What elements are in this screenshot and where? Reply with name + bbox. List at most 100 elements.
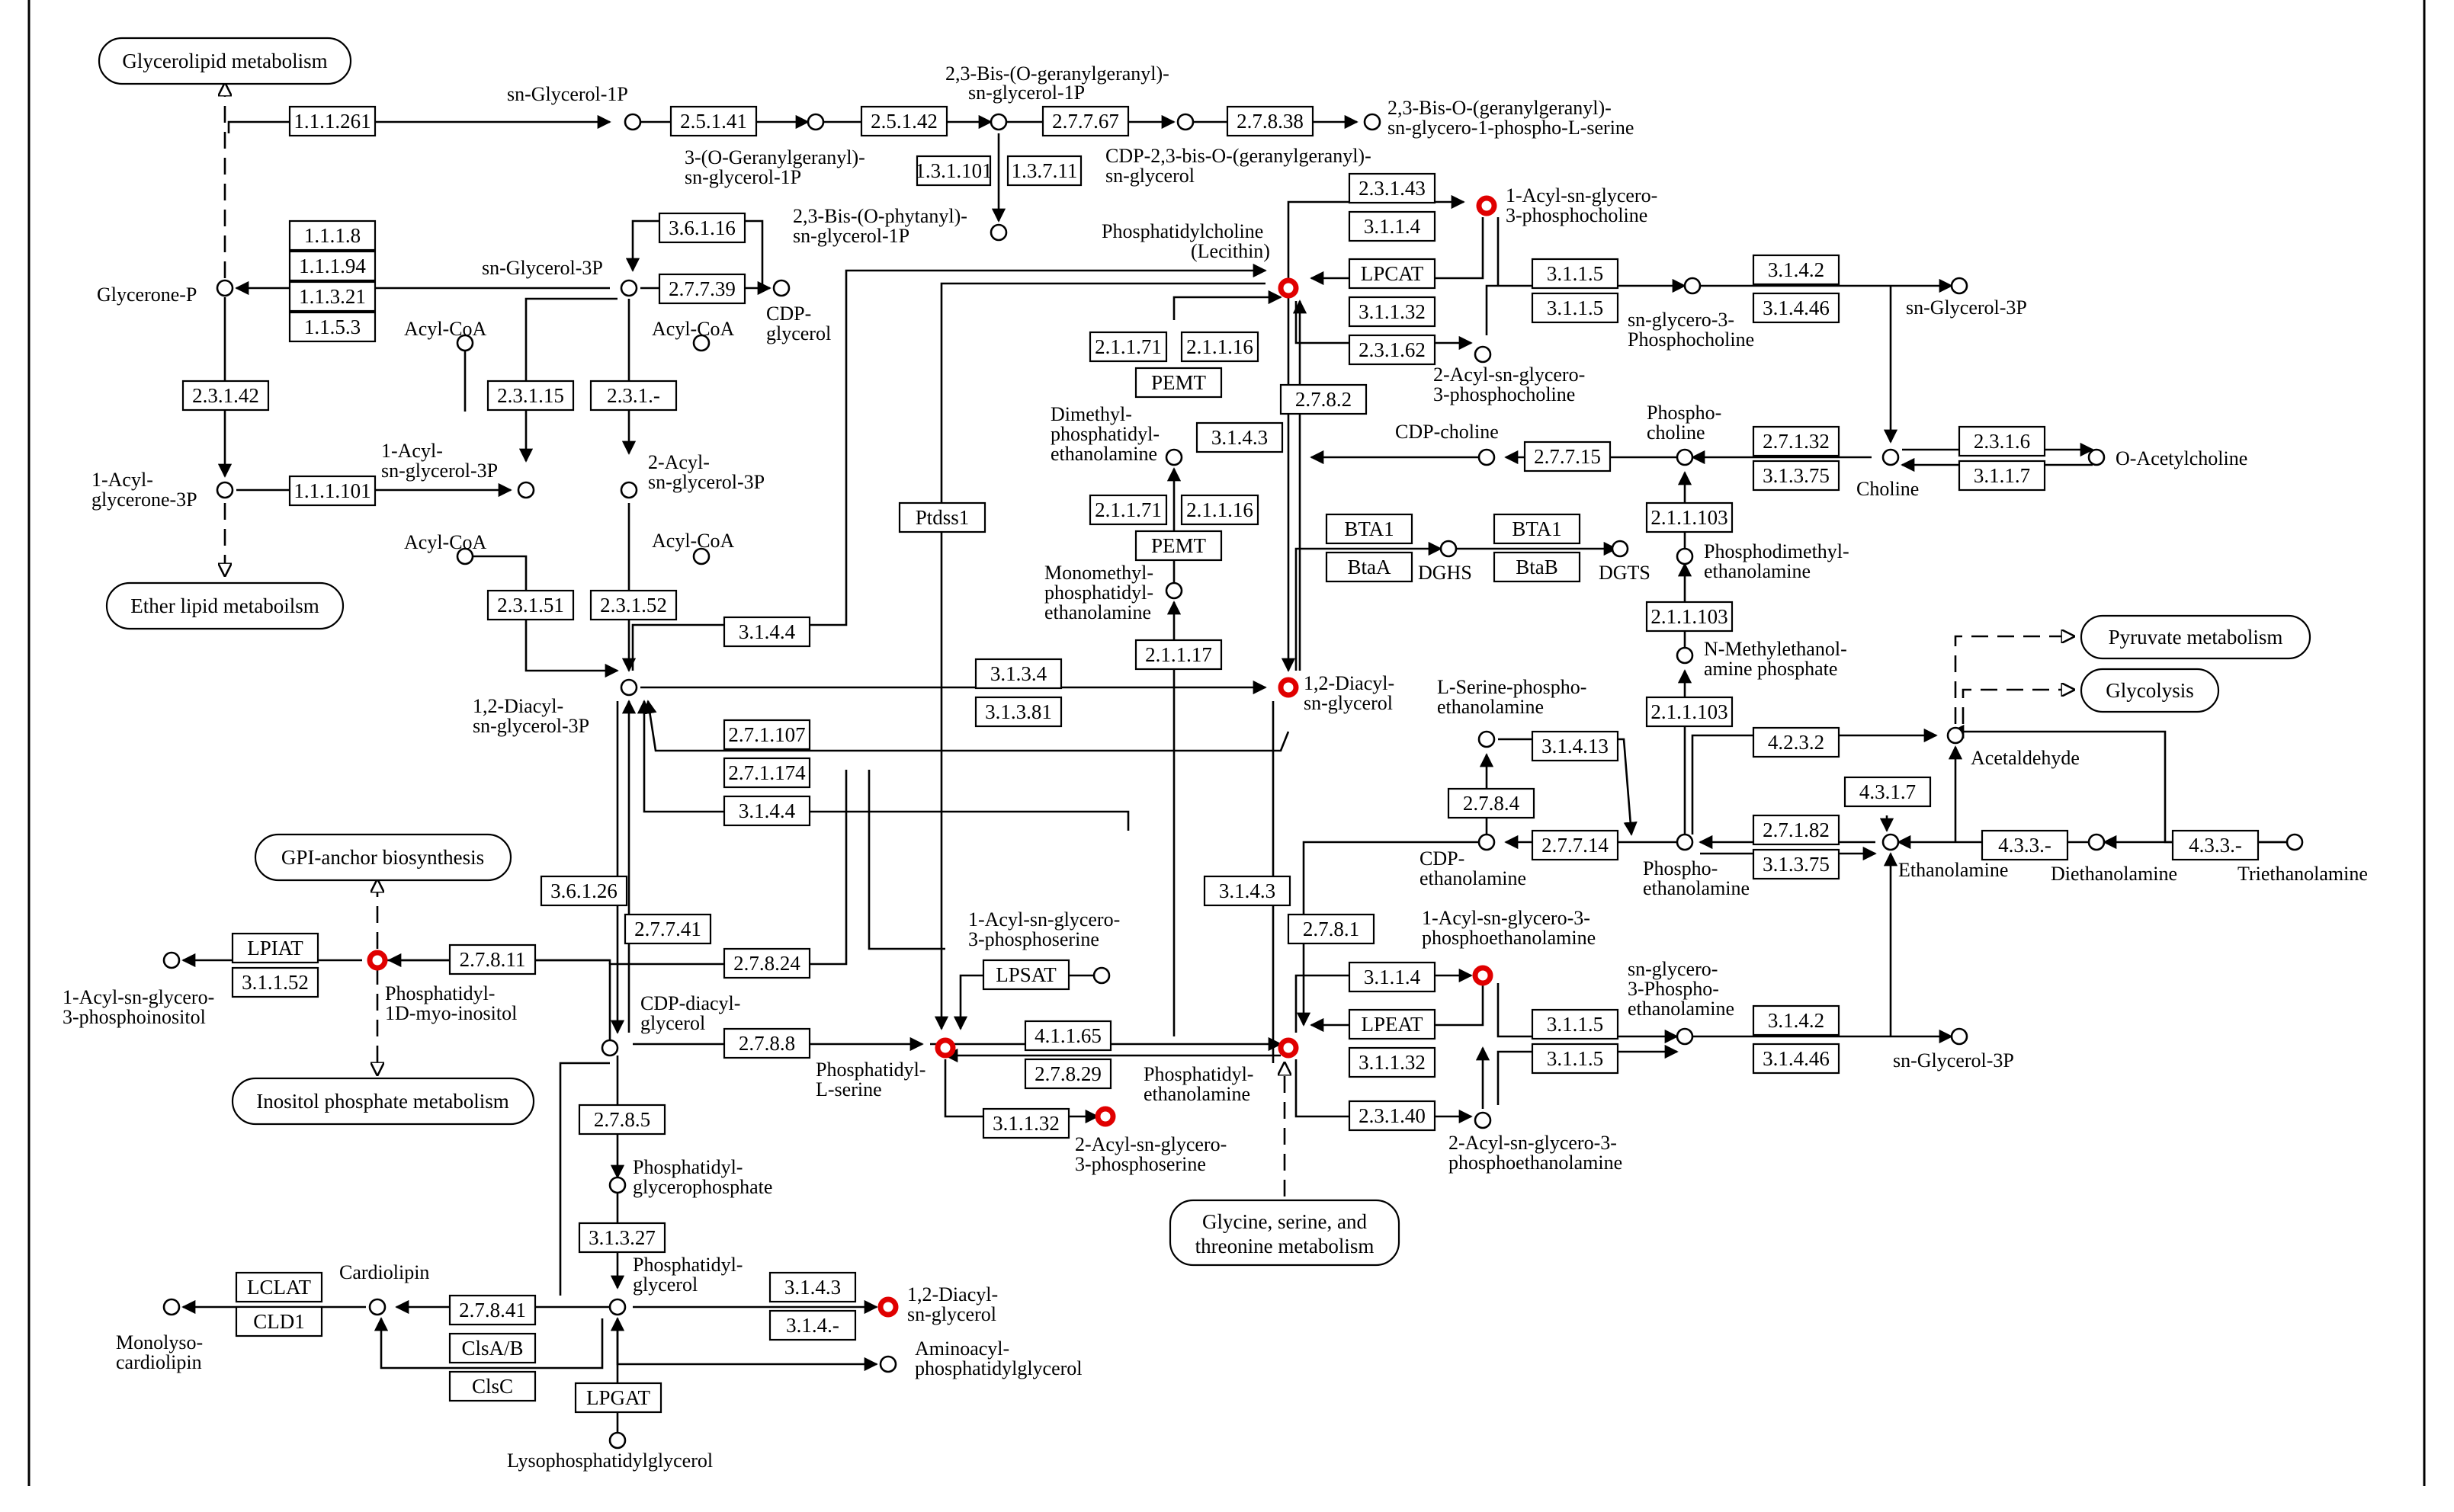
compound-node[interactable] <box>990 223 1008 242</box>
enzyme-box-e2-1-1-17[interactable]: 2.1.1.17 <box>1134 639 1223 671</box>
enzyme-label[interactable]: 3.1.1.32 <box>993 1112 1060 1135</box>
enzyme-label[interactable]: LPIAT <box>247 937 303 959</box>
enzyme-box-e3-1-4-3-mid[interactable]: 3.1.4.3 <box>1195 421 1284 453</box>
enzyme-box-frame[interactable] <box>1348 334 1436 366</box>
enzyme-label[interactable]: ClsC <box>472 1375 513 1398</box>
enzyme-box-bta1-a[interactable]: BTA1 <box>1325 513 1413 545</box>
enzyme-box-frame[interactable] <box>448 943 537 975</box>
enzyme-box-e3-1-4-2-top[interactable]: 3.1.4.2 <box>1752 254 1840 286</box>
enzyme-box-e3-1-1-5-b[interactable]: 3.1.1.5 <box>1531 292 1619 324</box>
compound-node-highlighted[interactable] <box>877 1296 899 1318</box>
enzyme-label[interactable]: 2.3.1.15 <box>497 384 564 407</box>
enzyme-label[interactable]: 2.7.8.38 <box>1237 110 1304 133</box>
compound-node[interactable] <box>1439 540 1458 558</box>
enzyme-box-e2-3-1-15[interactable]: 2.3.1.15 <box>486 380 575 412</box>
enzyme-box-e3-1-1-5-d[interactable]: 3.1.1.5 <box>1531 1043 1619 1075</box>
enzyme-box-e3-1-4-dash[interactable]: 3.1.4.- <box>768 1309 857 1341</box>
enzyme-box-frame[interactable] <box>574 1382 662 1414</box>
enzyme-box-e4-3-1-7[interactable]: 4.3.1.7 <box>1843 776 1932 808</box>
enzyme-label[interactable]: 3.1.1.32 <box>1359 300 1426 323</box>
enzyme-box-e1-1-1-261[interactable]: 1.1.1.261 <box>288 105 377 137</box>
enzyme-label[interactable]: BTA1 <box>1344 517 1394 540</box>
map-label[interactable]: Inositol phosphate metabolism <box>256 1090 508 1113</box>
compound-node-highlighted[interactable] <box>935 1037 956 1059</box>
enzyme-label[interactable]: 4.3.3.- <box>1998 834 2051 857</box>
compounds[interactable] <box>162 113 2304 1450</box>
enzyme-box-e3-1-4-4-bot[interactable]: 3.1.4.4 <box>723 795 811 827</box>
enzyme-box-e2-7-7-39[interactable]: 2.7.7.39 <box>658 273 746 305</box>
enzyme-box-e2-7-8-24[interactable]: 2.7.8.24 <box>723 947 811 979</box>
enzyme-label[interactable]: 2.7.1.82 <box>1763 818 1830 841</box>
enzyme-box-frame[interactable] <box>1531 1008 1619 1040</box>
enzyme-box-frame[interactable] <box>1958 460 2046 492</box>
enzyme-box-e2-1-1-103-b[interactable]: 2.1.1.103 <box>1645 601 1734 633</box>
compound-node[interactable] <box>216 481 234 499</box>
map-inositol-phosphate-metabolism[interactable]: Inositol phosphate metabolism <box>231 1077 535 1126</box>
enzyme-label[interactable]: 2.7.1.107 <box>728 723 805 746</box>
enzyme-box-e3-6-1-16[interactable]: 3.6.1.16 <box>658 212 746 244</box>
map-label[interactable]: GPI-anchor biosynthesis <box>281 846 484 869</box>
enzyme-label[interactable]: 2.7.1.174 <box>728 761 806 784</box>
map-gpi-anchor-biosynthesis[interactable]: GPI-anchor biosynthesis <box>254 833 512 882</box>
enzyme-box-e2-7-8-1[interactable]: 2.7.8.1 <box>1287 913 1375 945</box>
enzyme-box-e2-7-1-107[interactable]: 2.7.1.107 <box>723 719 811 751</box>
enzyme-box-e2-7-8-4[interactable]: 2.7.8.4 <box>1447 787 1535 819</box>
enzyme-box-frame[interactable] <box>1226 105 1314 137</box>
enzyme-box-frame[interactable] <box>1531 730 1619 762</box>
enzyme-box-frame[interactable] <box>1287 913 1375 945</box>
compound-node[interactable] <box>456 547 474 565</box>
enzyme-box-frame[interactable] <box>1180 494 1259 526</box>
enzyme-box-e1-3-1-101[interactable]: 1.3.1.101 <box>915 155 993 187</box>
enzyme-box-lpcat[interactable]: LPCAT <box>1348 258 1436 290</box>
compound-node[interactable] <box>456 334 474 352</box>
enzyme-label[interactable]: 2.7.8.24 <box>733 952 800 975</box>
enzyme-box-frame[interactable] <box>723 1027 811 1059</box>
enzyme-box-frame[interactable] <box>540 875 628 907</box>
compound-node-highlighted[interactable] <box>1476 195 1497 216</box>
enzyme-box-frame[interactable] <box>1041 105 1130 137</box>
compound-node[interactable] <box>517 481 535 499</box>
enzyme-box-frame[interactable] <box>578 1104 666 1136</box>
enzyme-box-e2-7-8-29[interactable]: 2.7.8.29 <box>1024 1058 1112 1090</box>
enzyme-box-frame[interactable] <box>1752 726 1840 758</box>
enzyme-box-e3-1-4-2-bot[interactable]: 3.1.4.2 <box>1752 1004 1840 1036</box>
enzyme-box-frame[interactable] <box>624 913 712 945</box>
enzyme-box-frame[interactable] <box>288 250 377 282</box>
compound-node[interactable] <box>1676 547 1694 565</box>
enzyme-box-pemt-a[interactable]: PEMT <box>1134 367 1223 399</box>
enzyme-label[interactable]: 2.7.8.5 <box>594 1108 650 1131</box>
enzyme-box-cld1[interactable]: CLD1 <box>235 1305 323 1337</box>
enzyme-label[interactable]: 2.7.7.41 <box>634 918 701 940</box>
enzyme-box-lclat[interactable]: LCLAT <box>235 1271 323 1303</box>
enzyme-box-frame[interactable] <box>181 380 270 412</box>
enzyme-box-e2-1-1-71-a[interactable]: 2.1.1.71 <box>1089 331 1168 363</box>
enzyme-box-frame[interactable] <box>1493 513 1581 545</box>
enzyme-box-e4-2-3-2[interactable]: 4.2.3.2 <box>1752 726 1840 758</box>
enzyme-box-e3-1-4-4-top[interactable]: 3.1.4.4 <box>723 616 811 648</box>
enzyme-box-clsab[interactable]: ClsA/B <box>448 1332 537 1364</box>
compound-node[interactable] <box>1474 1111 1492 1129</box>
compound-node[interactable] <box>1477 448 1496 466</box>
enzyme-label[interactable]: 3.1.4.13 <box>1541 735 1609 758</box>
enzyme-box-e2-7-8-38[interactable]: 2.7.8.38 <box>1226 105 1314 137</box>
enzyme-label[interactable]: 2.3.1.40 <box>1359 1104 1426 1127</box>
enzyme-box-frame[interactable] <box>1024 1020 1112 1052</box>
enzyme-box-e3-1-1-5-a[interactable]: 3.1.1.5 <box>1531 258 1619 290</box>
compound-node[interactable] <box>608 1431 627 1450</box>
enzyme-label[interactable]: 2.1.1.103 <box>1650 700 1727 723</box>
enzyme-box-lpiat[interactable]: LPIAT <box>231 932 319 964</box>
enzyme-label[interactable]: Ptdss1 <box>916 506 970 529</box>
compound-node[interactable] <box>1881 448 1900 466</box>
enzyme-box-frame[interactable] <box>1203 875 1291 907</box>
enzyme-box-e3-1-1-4-top[interactable]: 3.1.1.4 <box>1348 210 1436 242</box>
enzyme-box-frame[interactable] <box>1134 639 1223 671</box>
enzyme-box-lpsat[interactable]: LPSAT <box>982 959 1070 991</box>
enzyme-label[interactable]: 2.3.1.52 <box>600 594 667 617</box>
enzyme-box-frame[interactable] <box>1752 254 1840 286</box>
enzyme-box-e4-3-3-a[interactable]: 4.3.3.- <box>1981 829 2069 861</box>
enzyme-box-frame[interactable] <box>1752 460 1840 492</box>
enzyme-box-frame[interactable] <box>1089 331 1168 363</box>
enzyme-box-frame[interactable] <box>916 155 992 187</box>
enzyme-box-e3-1-4-3-low[interactable]: 3.1.4.3 <box>1203 875 1291 907</box>
enzyme-label[interactable]: 3.6.1.16 <box>669 216 736 239</box>
